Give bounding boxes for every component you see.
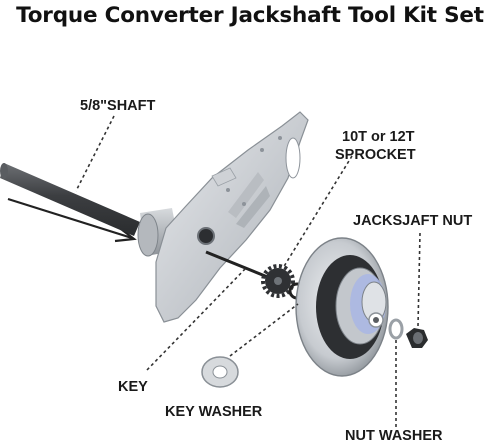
key-washer-leader	[229, 303, 299, 357]
sprocket-leader	[282, 155, 353, 269]
sprocket-part	[261, 264, 295, 298]
key-washer-part	[201, 356, 239, 388]
nut-washer-part	[388, 318, 404, 340]
shaft-leader	[75, 115, 115, 192]
leader-lines	[75, 115, 421, 430]
page-title: Torque Converter Jackshaft Tool Kit Set	[16, 3, 484, 28]
jackshaft-nut-part	[406, 328, 428, 348]
nut-washer-label: NUT WASHER	[345, 428, 443, 444]
shaft-part	[0, 163, 140, 236]
shaft-label: 5/8"SHAFT	[80, 98, 156, 114]
key-label: KEY	[118, 379, 148, 395]
mounting-plate-part	[155, 111, 309, 323]
jackshaft-nut-label: JACKSJAFT NUT	[353, 213, 472, 229]
key-washer-label: KEY WASHER	[165, 404, 263, 420]
pulley-part	[295, 237, 389, 377]
jackshaft-nut-leader	[417, 232, 421, 327]
sprocket-label-line2: SPROCKET	[335, 147, 416, 163]
sprocket-label-line1: 10T or 12T	[342, 129, 415, 145]
key-part	[205, 250, 271, 280]
